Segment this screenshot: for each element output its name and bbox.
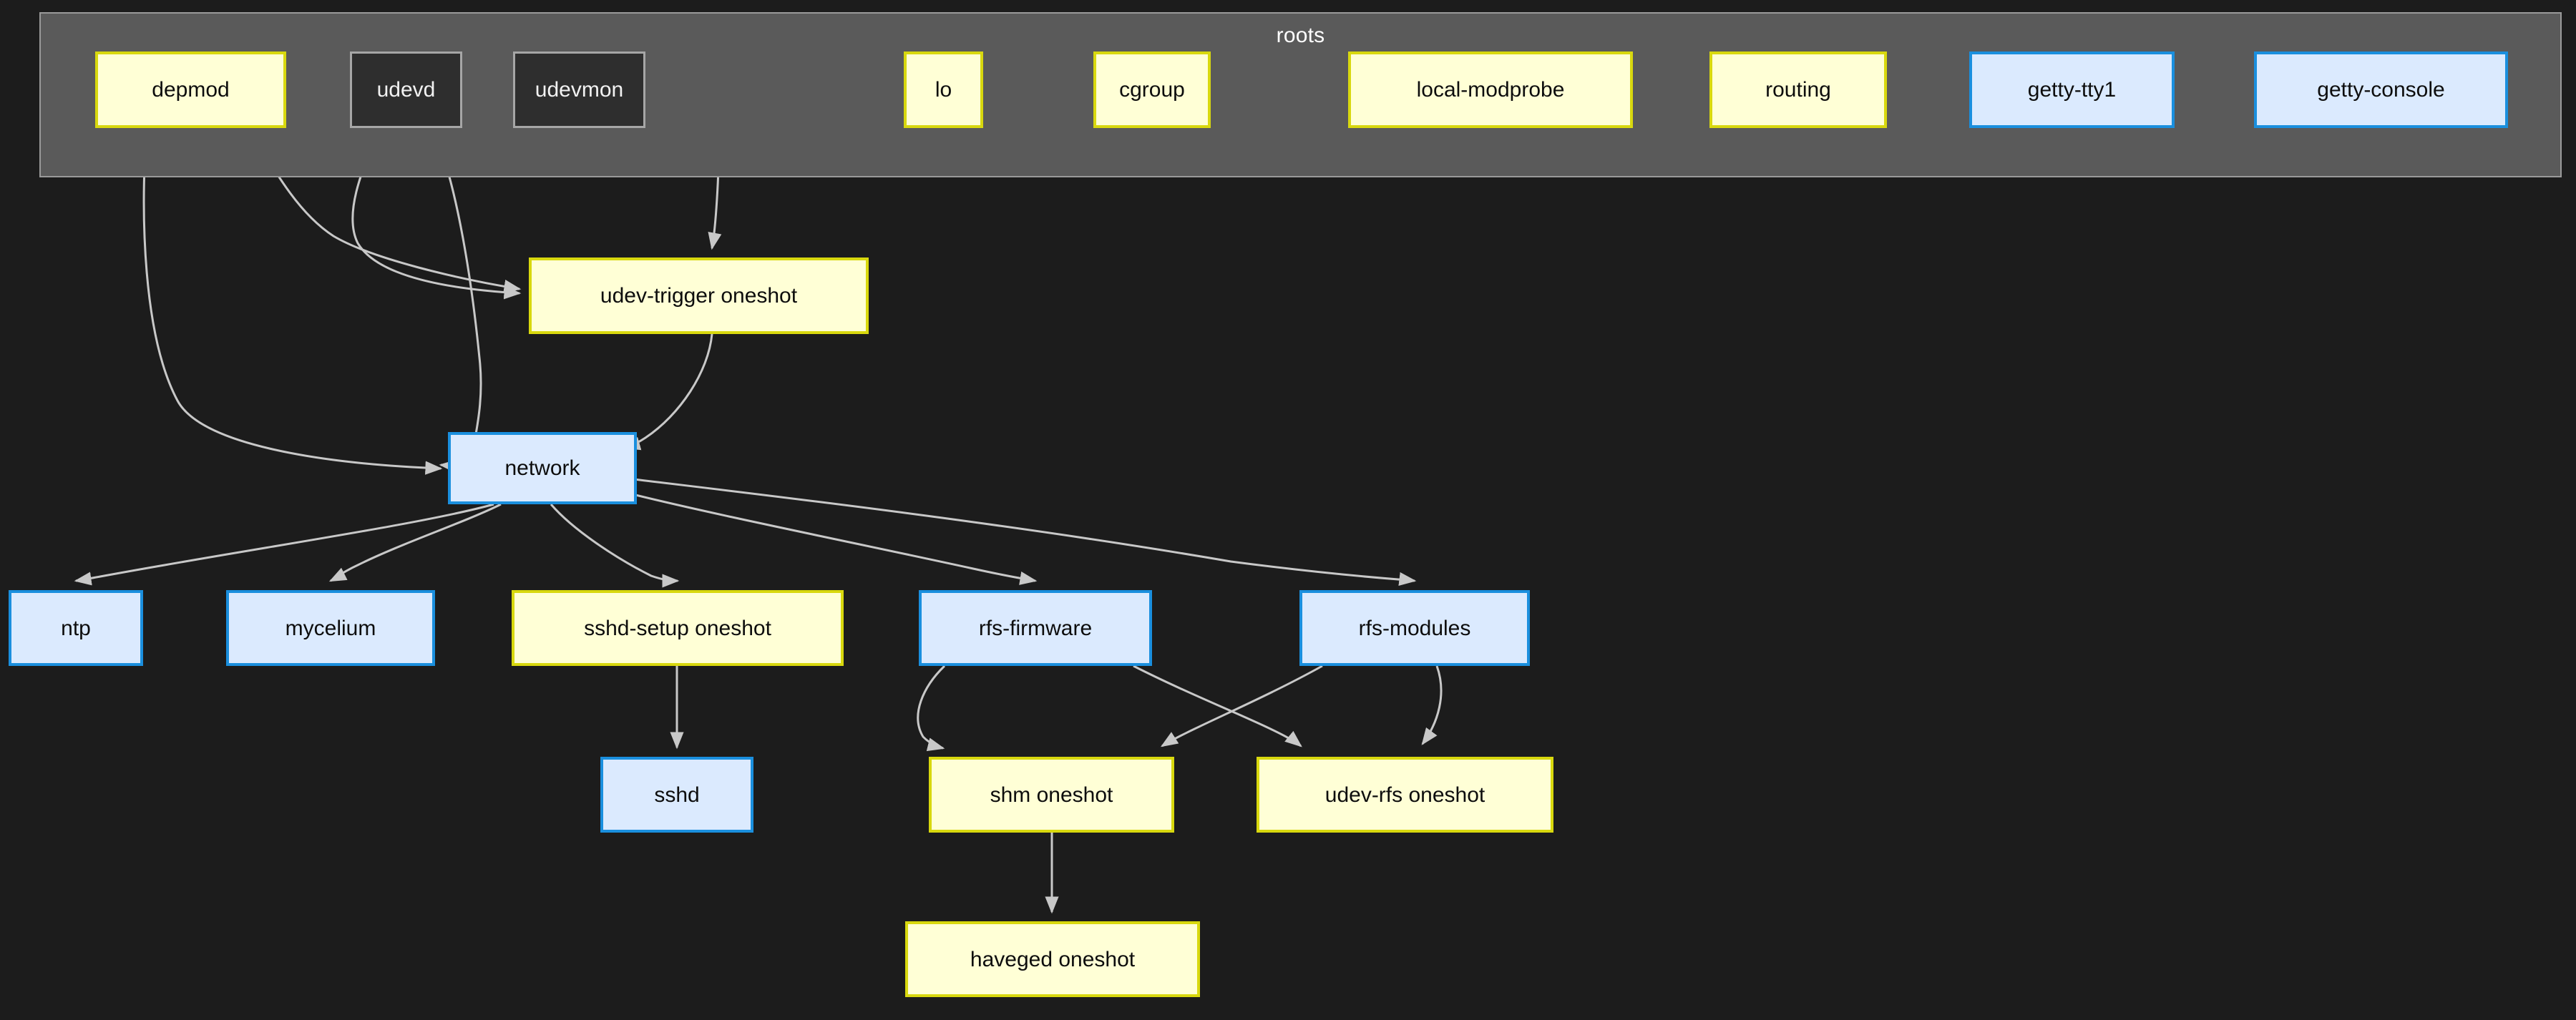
node-label-network: network (504, 456, 580, 480)
node-label-ntp: ntp (61, 616, 91, 640)
node-mycelium[interactable]: mycelium (226, 590, 435, 666)
node-udev-rfs[interactable]: udev-rfs oneshot (1257, 757, 1553, 833)
edge-network-to-rfs-modules (633, 478, 1417, 587)
node-label-local-modprobe: local-modprobe (1416, 78, 1565, 102)
node-label-mycelium: mycelium (285, 616, 376, 640)
node-udevmon[interactable]: udevmon (513, 52, 645, 128)
node-label-rfs-firmware: rfs-firmware (978, 616, 1093, 640)
node-ntp[interactable]: ntp (9, 590, 143, 666)
edge-rfs-modules-to-shm (1160, 665, 1323, 747)
node-rfs-modules[interactable]: rfs-modules (1299, 590, 1530, 666)
node-local-modprobe[interactable]: local-modprobe (1348, 52, 1633, 128)
node-udevd[interactable]: udevd (350, 52, 462, 128)
node-depmod[interactable]: depmod (95, 52, 286, 128)
node-label-getty-tty1: getty-tty1 (2027, 78, 2117, 102)
edge-network-to-rfs-firmware (629, 492, 1038, 585)
edge-network-to-ntp (74, 503, 494, 586)
node-label-udev-rfs: udev-rfs oneshot (1324, 783, 1485, 807)
node-label-sshd: sshd (654, 783, 700, 807)
node-network[interactable]: network (448, 432, 637, 504)
node-routing[interactable]: routing (1709, 52, 1887, 128)
node-label-getty-console: getty-console (2317, 78, 2445, 102)
node-getty-tty1[interactable]: getty-tty1 (1969, 52, 2175, 128)
node-label-haveged: haveged oneshot (970, 947, 1136, 971)
node-label-depmod: depmod (152, 78, 230, 102)
node-sshd[interactable]: sshd (600, 757, 753, 833)
node-label-cgroup: cgroup (1119, 78, 1185, 102)
node-haveged[interactable]: haveged oneshot (905, 921, 1200, 997)
edge-depmod-to-network (142, 127, 443, 475)
node-label-sshd-setup: sshd-setup oneshot (584, 616, 771, 640)
node-label-udevd: udevd (376, 78, 436, 102)
edge-rfs-firmware-to-shm (917, 665, 946, 752)
node-shm[interactable]: shm oneshot (929, 757, 1174, 833)
node-rfs-firmware[interactable]: rfs-firmware (919, 590, 1152, 666)
node-sshd-setup[interactable]: sshd-setup oneshot (512, 590, 844, 666)
node-lo[interactable]: lo (904, 52, 983, 128)
edge-udev-trigger-to-network (623, 333, 713, 451)
node-label-shm: shm oneshot (990, 783, 1113, 807)
edge-udevd-to-network (431, 127, 482, 474)
node-cgroup[interactable]: cgroup (1093, 52, 1211, 128)
node-getty-console[interactable]: getty-console (2254, 52, 2508, 128)
node-label-udevmon: udevmon (535, 78, 624, 102)
node-label-lo: lo (935, 78, 952, 102)
node-label-rfs-modules: rfs-modules (1358, 616, 1471, 640)
edge-rfs-firmware-to-udev-rfs (1133, 665, 1302, 747)
edge-path-group (74, 127, 1443, 914)
edge-rfs-modules-to-udev-rfs (1421, 665, 1443, 745)
edge-network-to-sshd-setup (550, 504, 680, 588)
node-udev-trigger[interactable]: udev-trigger oneshot (529, 258, 869, 334)
cluster-label-roots: roots (1276, 24, 1325, 47)
node-label-udev-trigger: udev-trigger oneshot (600, 284, 798, 308)
edge-network-to-mycelium (328, 503, 502, 582)
node-label-routing: routing (1765, 78, 1831, 102)
